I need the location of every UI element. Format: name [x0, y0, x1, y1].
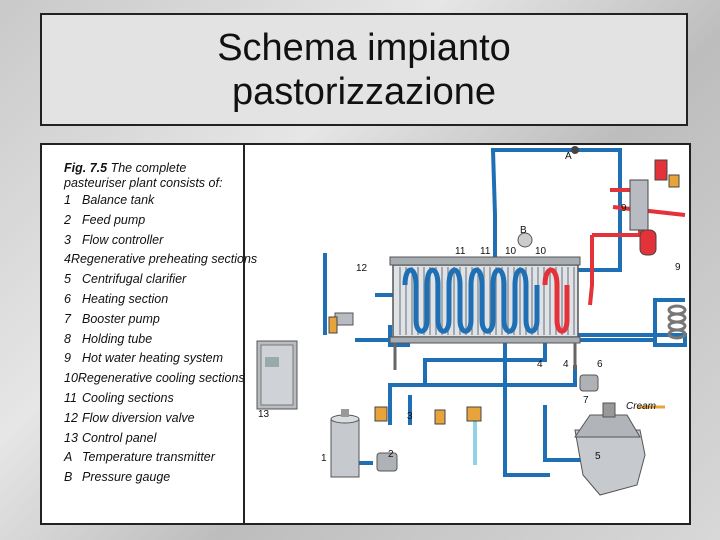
legend-label: Regenerative cooling sections	[78, 369, 245, 389]
legend-key: 5	[64, 270, 82, 290]
control-panel	[257, 341, 297, 409]
label-13: 13	[258, 409, 270, 420]
label-9b: 9	[675, 262, 681, 273]
label-5: 5	[595, 451, 601, 462]
legend-label: Holding tube	[82, 330, 152, 350]
label-4a: 4	[537, 359, 543, 370]
legend-label: Hot water heating system	[82, 349, 223, 369]
slide-title-line-1: Schema impianto	[217, 26, 511, 70]
centrifugal-clarifier	[575, 403, 645, 495]
legend-label: Pressure gauge	[82, 468, 170, 488]
legend-key: 7	[64, 310, 82, 330]
legend-key: 3	[64, 231, 82, 251]
label-1: 1	[321, 453, 327, 464]
legend-label: Feed pump	[82, 211, 145, 231]
plant-diagram: A B 1 2 3 4 4 5 6 7 8 9 9 10 10 11 11 12…	[245, 145, 689, 523]
label-11b: 11	[480, 246, 491, 257]
flow-controller	[375, 407, 387, 421]
legend-key: 2	[64, 211, 82, 231]
figure-caption: Fig. 7.5 The complete pasteuriser plant …	[64, 161, 234, 191]
label-2: 2	[388, 449, 394, 460]
legend-label: Regenerative preheating sections	[71, 250, 257, 270]
legend-label: Heating section	[82, 290, 168, 310]
slide-title-line-2: pastorizzazione	[232, 70, 496, 114]
caption-number: Fig. 7.5	[64, 161, 107, 175]
plate-heat-exchanger	[390, 257, 580, 370]
legend-key: 11	[64, 389, 82, 409]
hot-water-heating-system	[630, 160, 679, 255]
valve	[435, 410, 445, 424]
legend-label: Booster pump	[82, 310, 160, 330]
legend-key: 6	[64, 290, 82, 310]
legend-key: 10	[64, 369, 78, 389]
product-line	[545, 365, 575, 385]
legend-label: Temperature transmitter	[82, 448, 215, 468]
valve	[467, 407, 481, 421]
label-3: 3	[407, 411, 413, 422]
legend-label: Balance tank	[82, 191, 154, 211]
legend-label: Control panel	[82, 429, 156, 449]
label-b: B	[520, 225, 527, 236]
label-9a: 9	[621, 203, 627, 214]
pasteuriser-figure: Fig. 7.5 The complete pasteuriser plant …	[40, 143, 691, 525]
flow-diversion-valve	[329, 313, 353, 333]
legend-key: 4	[64, 250, 71, 270]
product-line	[535, 150, 620, 245]
label-10a: 10	[505, 246, 517, 257]
legend-key: B	[64, 468, 82, 488]
label-a: A	[565, 151, 572, 162]
label-12: 12	[356, 263, 368, 274]
legend-label: Flow controller	[82, 231, 163, 251]
label-cream: Cream	[626, 401, 656, 412]
temperature-transmitter	[571, 146, 579, 154]
legend-label: Centrifugal clarifier	[82, 270, 186, 290]
booster-pump	[580, 375, 598, 391]
legend-key: 13	[64, 429, 82, 449]
legend-key: A	[64, 448, 82, 468]
legend-key: 9	[64, 349, 82, 369]
slide-title-box: Schema impianto pastorizzazione	[40, 13, 688, 126]
label-10b: 10	[535, 246, 547, 257]
legend-label: Flow diversion valve	[82, 409, 195, 429]
product-line	[493, 150, 535, 215]
balance-tank	[331, 409, 359, 477]
legend-label: Cooling sections	[82, 389, 174, 409]
figure-legend: Fig. 7.5 The complete pasteuriser plant …	[42, 145, 245, 523]
label-4b: 4	[563, 359, 569, 370]
legend-key: 8	[64, 330, 82, 350]
feed-pump	[377, 453, 397, 471]
label-11a: 11	[455, 246, 466, 257]
legend-key: 12	[64, 409, 82, 429]
label-6: 6	[597, 359, 603, 370]
label-7: 7	[583, 395, 589, 406]
legend-key: 1	[64, 191, 82, 211]
